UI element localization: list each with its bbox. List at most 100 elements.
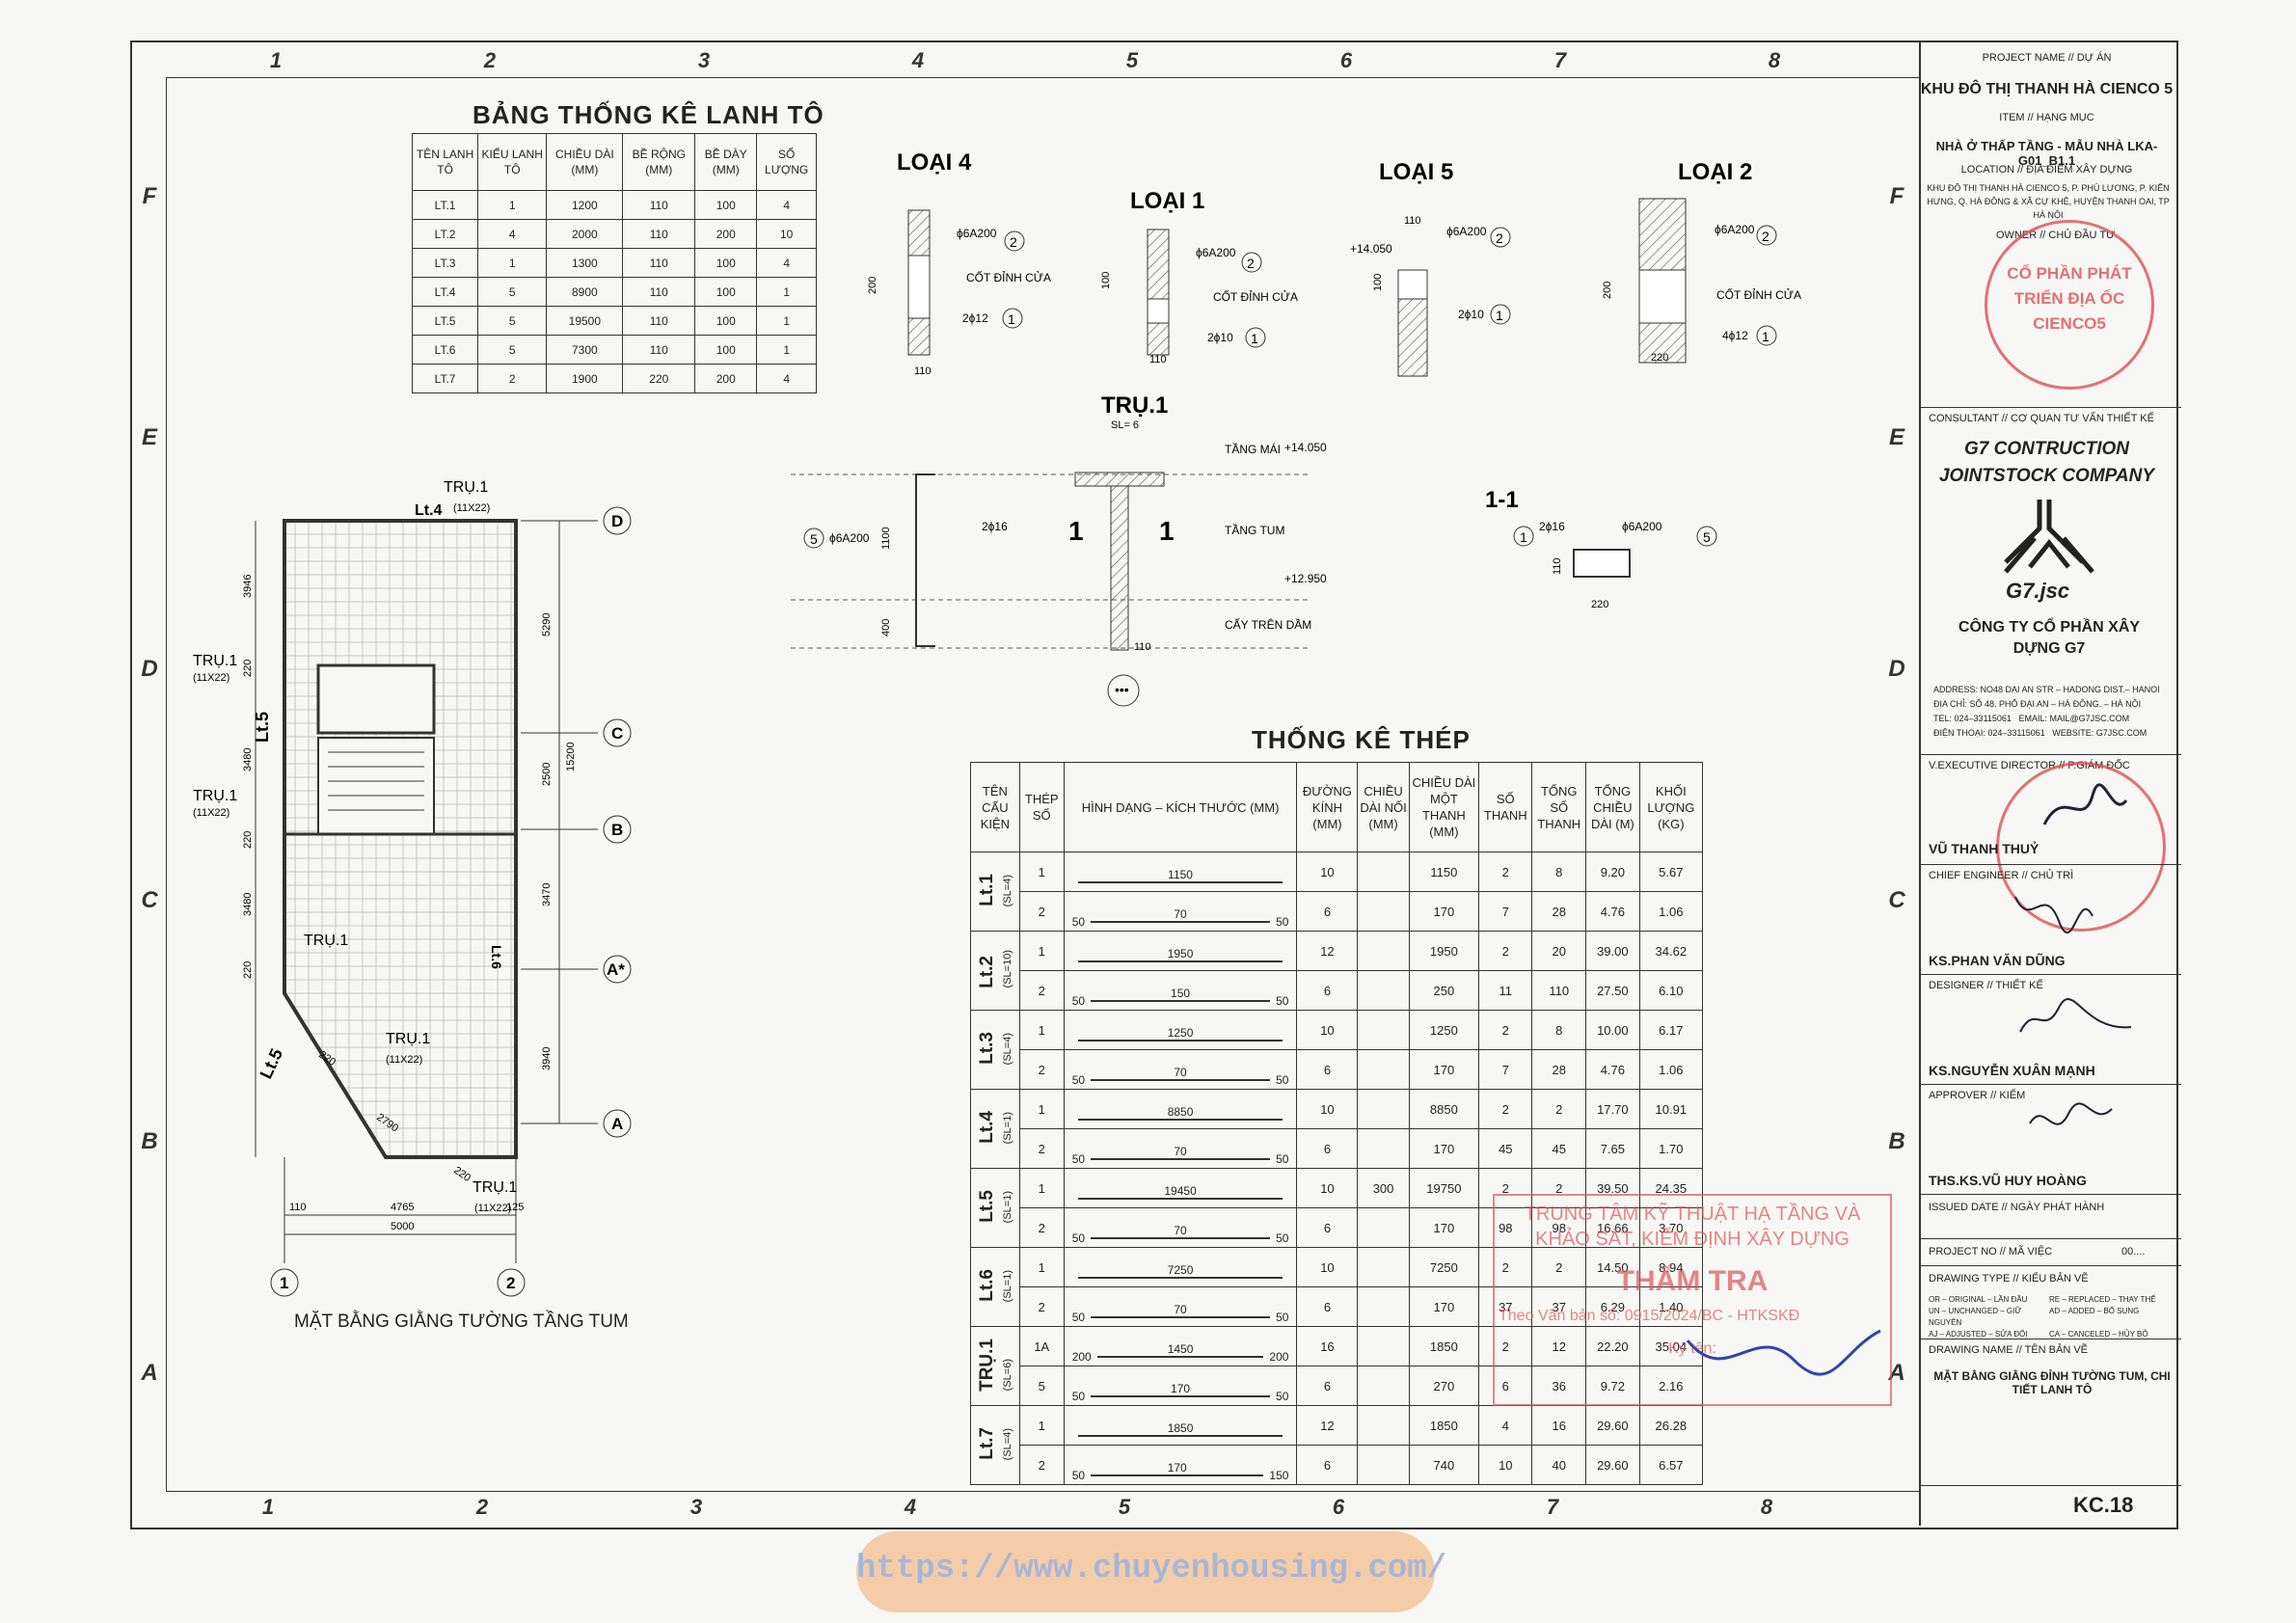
steel-no: 1 bbox=[1018, 1168, 1065, 1208]
grid-col-bottom: 6 bbox=[1332, 1495, 1345, 1519]
steel-diameter: 10 bbox=[1296, 1168, 1359, 1208]
loai2-note: CỐT ĐỈNH CỬA bbox=[1716, 287, 1801, 302]
s11-h: 110 bbox=[1552, 557, 1563, 575]
steel-lap bbox=[1357, 1405, 1410, 1446]
axis-2: 2 bbox=[506, 1274, 515, 1292]
grid-col-top: 6 bbox=[1339, 48, 1353, 72]
svg-text:2: 2 bbox=[1496, 230, 1503, 246]
lintel-cell: 2000 bbox=[546, 219, 624, 249]
steel-total-length: 9.20 bbox=[1585, 852, 1640, 892]
item-label: ITEM // HẠNG MỤC bbox=[1999, 112, 2094, 123]
lintel-cell: 100 bbox=[694, 248, 758, 278]
plan-dimension: 220 bbox=[451, 1165, 473, 1184]
steel-diameter: 10 bbox=[1296, 1089, 1359, 1129]
lintel-cell: 1200 bbox=[546, 190, 624, 220]
steel-count: 2 bbox=[1478, 931, 1533, 971]
lintel-cell: 4 bbox=[756, 248, 817, 278]
steel-length: 170 bbox=[1408, 1049, 1480, 1090]
dname-label: DRAWING NAME // TÊN BẢN VẼ bbox=[1929, 1344, 2089, 1356]
steel-no: 1 bbox=[1018, 1010, 1065, 1050]
steel-header: CHIỀU DÀI NỐI (MM) bbox=[1357, 762, 1410, 852]
watermark-url[interactable]: https://www.chuyenhousing.com/ bbox=[856, 1551, 1447, 1587]
steel-shape: 1950 bbox=[1063, 931, 1298, 971]
steel-shape: 8850 bbox=[1063, 1089, 1298, 1129]
steel-lap bbox=[1357, 1010, 1410, 1050]
lintel-cell: 100 bbox=[694, 190, 758, 220]
steel-count: 2 bbox=[1478, 1089, 1533, 1129]
steel-member: Lt.3 (SL=4) bbox=[970, 1010, 1020, 1090]
steel-total-count: 28 bbox=[1531, 891, 1587, 932]
steel-count: 11 bbox=[1478, 970, 1533, 1011]
svg-text:2: 2 bbox=[1010, 234, 1017, 250]
steel-lap bbox=[1357, 1089, 1410, 1129]
lintel-cell: LT.3 bbox=[411, 248, 479, 278]
steel-shape: 19450 bbox=[1063, 1168, 1298, 1208]
svg-text:2: 2 bbox=[1247, 256, 1255, 271]
steel-total-length: 10.00 bbox=[1585, 1010, 1640, 1050]
steel-weight: 6.57 bbox=[1638, 1445, 1704, 1485]
steel-weight: 26.28 bbox=[1638, 1405, 1704, 1446]
steel-header: TÊN CẤU KIỆN bbox=[970, 762, 1020, 852]
g7-logo bbox=[2004, 500, 2094, 574]
steel-diameter: 6 bbox=[1296, 970, 1359, 1011]
lintel-header: BỀ RỘNG (MM) bbox=[622, 133, 696, 191]
grid-col-top: 8 bbox=[1768, 48, 1781, 72]
projno: 00.... bbox=[2121, 1246, 2146, 1258]
steel-length: 1250 bbox=[1408, 1010, 1480, 1050]
dtype-code: RE – REPLACED – THAY THẾ bbox=[2049, 1295, 2156, 1304]
steel-header: CHIỀU DÀI MỘT THANH (MM) bbox=[1408, 762, 1480, 852]
steel-weight: 3.70 bbox=[1638, 1207, 1704, 1248]
steel-no: 5 bbox=[1018, 1366, 1065, 1406]
svg-text:•••: ••• bbox=[1115, 682, 1129, 697]
steel-no: 1 bbox=[1018, 1089, 1065, 1129]
steel-diameter: 6 bbox=[1296, 891, 1359, 932]
steel-lap bbox=[1357, 1128, 1410, 1169]
steel-weight: 1.06 bbox=[1638, 891, 1704, 932]
tru1-h2: 400 bbox=[880, 619, 892, 636]
plan-lt5-diag: Lt.5 bbox=[256, 1045, 286, 1081]
steel-count: 7 bbox=[1478, 891, 1533, 932]
sheet-number: KC.18 bbox=[2073, 1493, 2134, 1517]
plan-dimension: 3470 bbox=[541, 883, 553, 906]
consultant-name: G7 CONTRUCTION JOINTSTOCK COMPANY bbox=[1938, 439, 2155, 486]
steel-total-count: 20 bbox=[1531, 931, 1587, 971]
steel-total-length: 39.00 bbox=[1585, 931, 1640, 971]
steel-total-count: 2 bbox=[1531, 1247, 1587, 1287]
steel-member: Lt.5 (SL=1) bbox=[970, 1168, 1020, 1248]
steel-weight: 6.17 bbox=[1638, 1010, 1704, 1050]
steel-weight: 10.91 bbox=[1638, 1089, 1704, 1129]
grid-row-right: B bbox=[1888, 1128, 1905, 1154]
grid-row-right: D bbox=[1888, 656, 1905, 682]
steel-length: 170 bbox=[1408, 891, 1480, 932]
steel-no: 2 bbox=[1018, 1445, 1065, 1485]
axis-a-star: A* bbox=[607, 960, 625, 979]
lintel-cell: 1300 bbox=[546, 248, 624, 278]
designer-label: DESIGNER // THIẾT KẾ bbox=[1929, 980, 2043, 991]
floor-plan: Lt.5 Lt.4 Lt.5 Lt.6 TRỤ.1 (11X22) TRỤ.1 … bbox=[193, 479, 632, 1297]
axis-b: B bbox=[611, 821, 623, 839]
grid-row-left: D bbox=[141, 656, 158, 682]
lintel-header: SỐ LƯỢNG bbox=[756, 133, 817, 191]
steel-length: 1850 bbox=[1408, 1405, 1480, 1446]
grid-col-bottom: 8 bbox=[1760, 1495, 1773, 1519]
steel-length: 270 bbox=[1408, 1366, 1480, 1406]
steel-member: Lt.7 (SL=4) bbox=[970, 1405, 1020, 1485]
lintel-cell: 8900 bbox=[546, 277, 624, 307]
plan-tru-mid: TRỤ.1 bbox=[304, 933, 348, 949]
svg-text:1: 1 bbox=[1496, 308, 1503, 323]
steel-diameter: 12 bbox=[1296, 931, 1359, 971]
axis-1: 1 bbox=[280, 1274, 288, 1292]
plan-lt4: Lt.4 bbox=[415, 502, 443, 519]
steel-diameter: 6 bbox=[1296, 1366, 1359, 1406]
plan-dimension: 3946 bbox=[242, 575, 254, 598]
s11-title: 1-1 bbox=[1485, 487, 1519, 513]
